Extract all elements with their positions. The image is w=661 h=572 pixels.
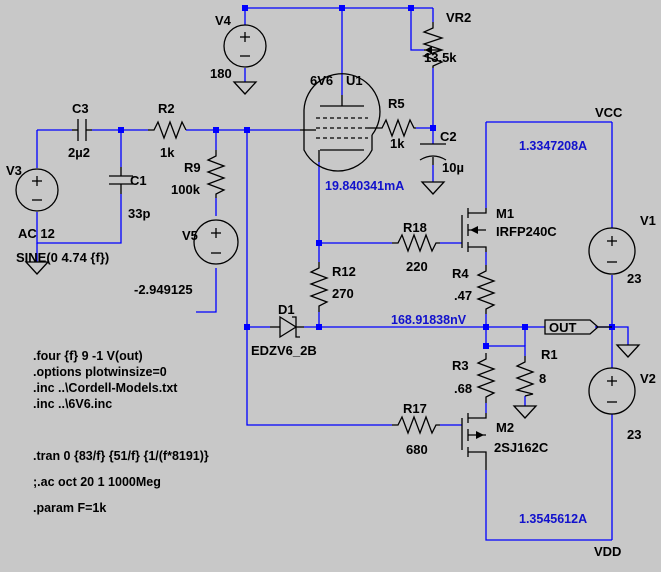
v5-value: -2.949125 [134,282,193,297]
v3-source-spec: SINE(0 4.74 {f}) [16,250,109,265]
r18-resistor[interactable] [392,233,440,253]
output-ground-icon [615,344,641,358]
v4-source[interactable] [223,24,267,68]
vdd-current-readout: 1.3545612A [519,512,587,526]
u1-tube-icon[interactable] [300,73,381,172]
r1-label: R1 [541,347,558,362]
r1-ground-icon [512,405,538,419]
directive-tran[interactable]: .tran 0 {83/f} {51/f} {1/(f*8191)} [33,449,209,463]
c2-label: C2 [440,129,457,144]
r4-label: R4 [452,266,469,281]
vcc-label: VCC [595,105,623,120]
r18-value: 220 [406,259,428,274]
c1-label: C1 [130,173,147,188]
d1-type: EDZV6_2B [251,343,317,358]
r12-value: 270 [332,286,354,301]
r17-value: 680 [406,442,428,457]
vr2-label: VR2 [446,10,471,25]
v4-value: 180 [210,66,232,81]
c3-value: 2µ2 [68,145,90,160]
c2-ground-icon [420,181,446,195]
r1-value: 8 [539,371,546,386]
v4-ground-icon [232,81,258,95]
m1-mosfet-icon[interactable] [461,208,487,252]
r4-value: .47 [454,288,472,303]
r2-resistor[interactable] [148,120,187,140]
v3-label: V3 [6,163,22,178]
r2-value: 1k [160,145,175,160]
junctions [118,5,615,349]
d1-label: D1 [278,302,295,317]
c3-label: C3 [72,101,89,116]
wires [36,7,629,541]
r17-label: R17 [403,401,427,416]
r9-label: R9 [184,160,201,175]
vr2-value: 13.5k [424,50,457,65]
r12-label: R12 [332,264,356,279]
v2-label: V2 [640,371,656,386]
v4-label: V4 [215,13,232,28]
c1-capacitor[interactable] [109,167,133,194]
r3-value: .68 [454,381,472,396]
r2-label: R2 [158,101,175,116]
m1-label: M1 [496,206,514,221]
v2-value: 23 [627,427,641,442]
c2-value: 10µ [442,160,464,175]
m2-label: M2 [496,420,514,435]
r3-resistor[interactable] [476,353,496,403]
r5-resistor[interactable] [376,118,416,138]
r1-resistor[interactable] [514,356,535,397]
u1-label: U1 [346,73,363,88]
r5-value: 1k [390,136,405,151]
v5-source[interactable] [193,219,239,265]
directive-param[interactable]: .param F=1k [33,501,106,515]
r12-resistor[interactable] [309,262,329,312]
out-label: OUT [549,320,577,335]
directive-options[interactable]: .options plotwinsize=0 [33,365,167,379]
r5-label: R5 [388,96,405,111]
v5-label: V5 [182,228,198,243]
m2-type: 2SJ162C [494,440,549,455]
c2-capacitor[interactable] [419,143,447,165]
out-voltage-readout: 168.91838nV [391,313,467,327]
v2-source[interactable] [588,367,636,415]
c3-capacitor[interactable] [72,119,92,141]
c1-value: 33p [128,206,150,221]
r4-resistor[interactable] [476,265,496,314]
out-net-flag[interactable] [544,319,612,335]
directive-inc-cordell[interactable]: .inc ..\Cordell-Models.txt [33,381,178,395]
m2-mosfet-icon[interactable] [461,413,487,470]
d1-zener-icon[interactable] [270,315,304,339]
r3-label: R3 [452,358,469,373]
v3-ground-icon [24,261,50,275]
vcc-current-readout: 1.3347208A [519,139,587,153]
v3-source[interactable] [15,168,59,212]
directive-inc-6v6[interactable]: .inc ..\6V6.inc [33,397,112,411]
r18-label: R18 [403,220,427,235]
u1-type: 6V6 [310,73,333,88]
v1-value: 23 [627,271,641,286]
vr2-potentiometer[interactable] [421,22,445,68]
m1-type: IRFP240C [496,224,557,239]
vdd-label: VDD [594,544,621,559]
tube-current-readout: 19.840341mA [325,179,404,193]
r17-resistor[interactable] [392,415,440,435]
directive-ac-comment[interactable]: ;.ac oct 20 1 1000Meg [33,475,161,489]
v1-source[interactable] [588,227,636,275]
r9-resistor[interactable] [206,150,226,198]
directive-four[interactable]: .four {f} 9 -1 V(out) [33,349,143,363]
v3-value: AC 12 [18,226,55,241]
r9-value: 100k [171,182,201,197]
v1-label: V1 [640,213,656,228]
